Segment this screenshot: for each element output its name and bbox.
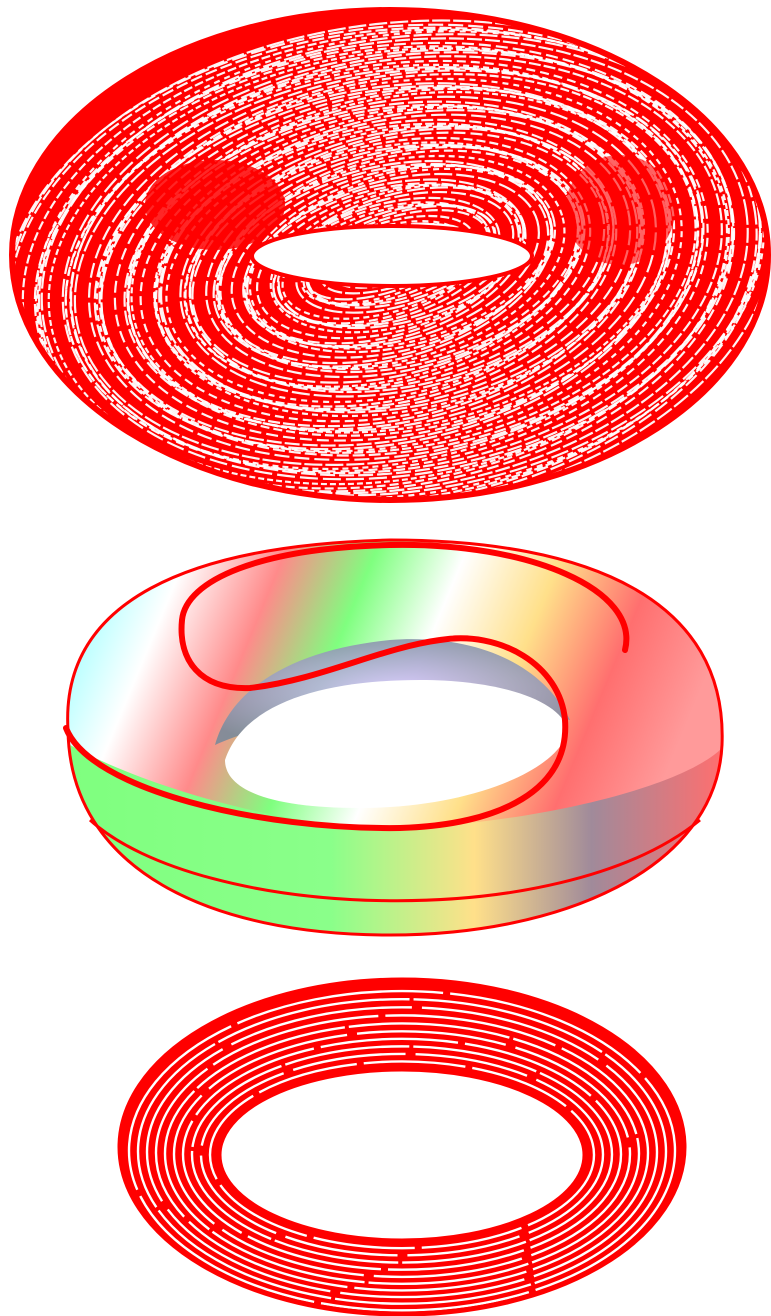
dense-winding-torus [0, 0, 771, 562]
shadow-region [565, 155, 675, 265]
shadow-region [145, 160, 285, 250]
shaded-torus-with-closed-curve [66, 540, 722, 935]
thin-torus-latitude-curves [120, 980, 684, 1314]
torus-hole [252, 226, 532, 286]
torus-hole [219, 1069, 585, 1241]
